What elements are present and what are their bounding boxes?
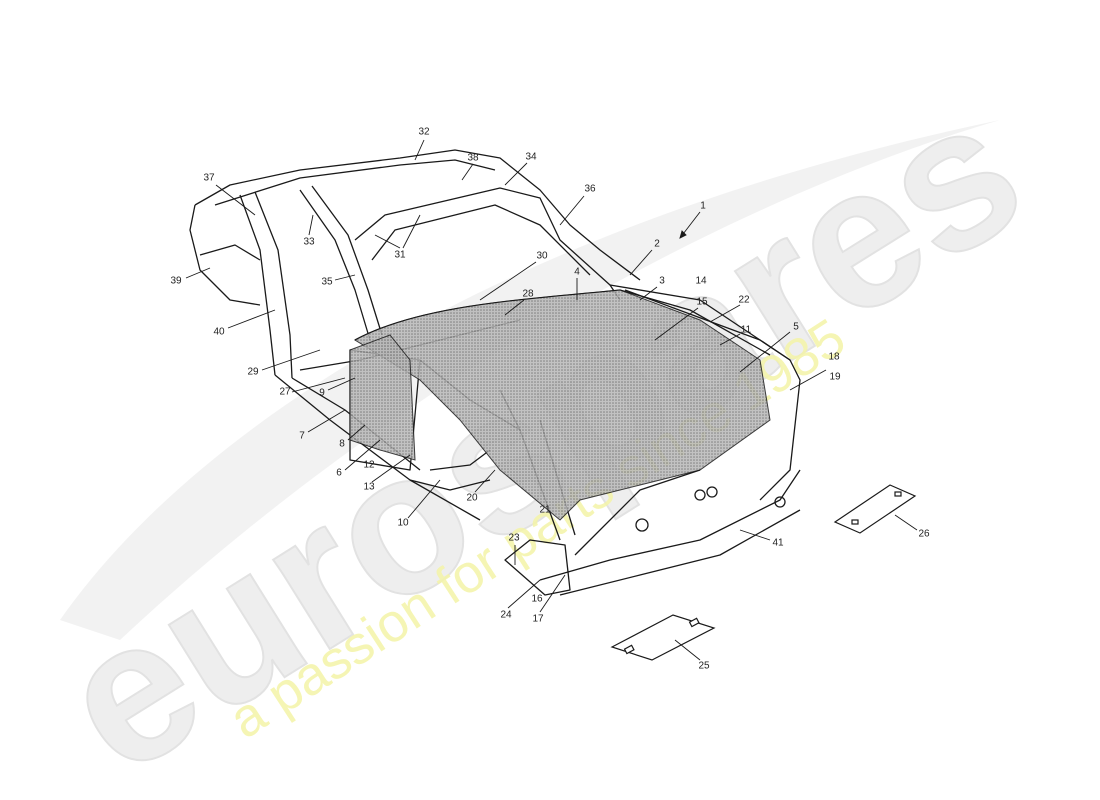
watermark-swoosh [60,120,1000,640]
callout-20: 20 [466,492,478,504]
callout-15: 15 [696,296,708,308]
callout-6: 6 [336,467,342,479]
plate-26 [833,484,917,534]
callout-4: 4 [574,266,580,278]
callout-27: 27 [279,386,291,398]
callout-11: 11 [740,324,752,336]
callout-38: 38 [467,152,479,164]
callout-24: 24 [500,609,512,621]
callout-18: 18 [828,351,840,363]
callout-33: 33 [303,236,315,248]
callout-23: 23 [508,532,520,544]
callout-37: 37 [203,172,215,184]
callout-28: 28 [522,288,534,300]
callout-7: 7 [299,430,305,442]
callout-30: 30 [536,250,548,262]
callout-29: 29 [247,366,259,378]
callout-25: 25 [698,660,710,672]
shaded-side-panel [349,334,416,461]
callout-1: 1 [700,200,706,212]
callout-17: 17 [532,613,544,625]
callout-13: 13 [363,481,375,493]
callout-34: 34 [525,151,537,163]
callout-19: 19 [829,371,841,383]
callout-31: 31 [394,249,406,261]
callout-41: 41 [772,537,784,549]
plate-25 [610,614,716,661]
callout-12: 12 [363,459,375,471]
callout-22: 22 [738,294,750,306]
callout-36: 36 [584,183,596,195]
callout-40: 40 [213,326,225,338]
callout-10: 10 [397,517,409,529]
callout-32: 32 [418,126,430,138]
callout-16: 16 [531,593,543,605]
callout-2: 2 [654,238,660,250]
callout-8: 8 [339,438,345,450]
callout-26: 26 [918,528,930,540]
callout-21: 21 [539,504,551,516]
callout-9: 9 [319,387,325,399]
callout-39: 39 [170,275,182,287]
callout-3: 3 [659,275,665,287]
callout-5: 5 [793,321,799,333]
shaded-bulkhead-panel [353,289,771,521]
callout-14: 14 [695,275,707,287]
callout-35: 35 [321,276,333,288]
